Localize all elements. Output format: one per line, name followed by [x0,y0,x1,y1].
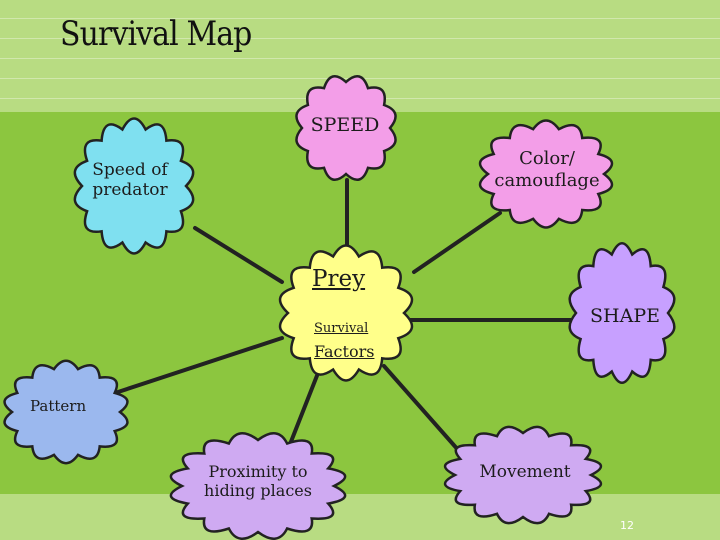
cloud-movement [443,425,603,525]
stripe [0,58,720,59]
center-factors-label: Factors [314,342,375,361]
stripe [0,38,720,39]
cloud-proximity [169,432,347,540]
node-speed-label: SPEED [310,114,380,136]
connector-color [412,211,502,274]
stripe [0,18,720,19]
bottom-band [0,494,720,540]
node-proximity-label: Proximity to hiding places [204,462,312,501]
page-number: 12 [620,519,634,532]
connector-pattern [116,336,284,394]
slide-title: Survival Map [60,14,252,54]
node-speed-of-predator-label: Speed of predator [92,160,168,201]
center-survival-label: Survival [314,321,369,336]
cloud-speed-of-predator [73,117,195,255]
cloud-prey-center [278,244,414,382]
center-prey-label: Prey [312,266,366,292]
cloud-shape [568,241,676,385]
connector-movement [382,364,469,462]
node-pattern-label: Pattern [30,397,87,415]
connector-speed-of-predator [193,226,284,284]
cloud-speed [295,75,397,181]
cloud-pattern [3,359,129,465]
cloud-color [478,119,614,229]
node-shape-label: SHAPE [590,305,660,327]
node-movement-label: Movement [479,462,571,482]
node-color-label: Color/ camouflage [494,148,600,191]
